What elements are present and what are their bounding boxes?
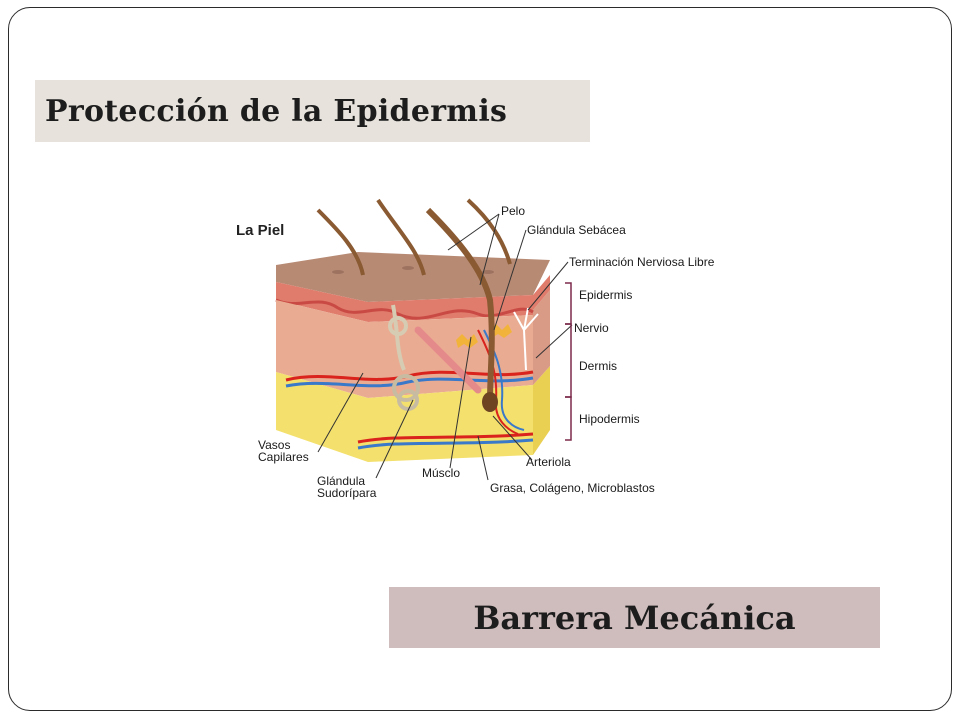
label-glandula-sudoripara-line2: Sudorípara xyxy=(317,486,377,500)
label-epidermis: Epidermis xyxy=(579,288,633,302)
skin-pore xyxy=(332,270,344,274)
label-hipodermis: Hipodermis xyxy=(579,412,640,426)
label-pelo: Pelo xyxy=(501,204,526,218)
slide-title: Protección de la Epidermis xyxy=(45,93,508,129)
sweat-gland-coil xyxy=(388,316,408,336)
label-vasos-line1: Vasos xyxy=(258,438,291,452)
label-vasos-line2: Capilares xyxy=(258,450,309,464)
label-arteriola: Arteriola xyxy=(526,455,571,469)
block-side-hypodermis xyxy=(533,366,550,455)
title-box: Protección de la Epidermis xyxy=(35,80,590,142)
hair-shaft xyxy=(425,207,495,403)
deep-artery xyxy=(357,432,534,444)
sweat-gland-coil xyxy=(397,389,419,411)
barrera-text: Barrera Mecánica xyxy=(473,598,796,637)
skin-illustration xyxy=(275,198,573,481)
hair-shaft xyxy=(316,208,365,276)
diagram-title: La Piel xyxy=(236,222,285,239)
label-glandula-sebacea: Glándula Sebácea xyxy=(527,223,626,237)
nerve-ending xyxy=(513,307,539,371)
hair-shaft xyxy=(376,198,426,276)
label-nervio: Nervio xyxy=(574,321,609,335)
skin-surface xyxy=(276,252,550,302)
label-dermis: Dermis xyxy=(579,359,617,373)
arrector-muscle xyxy=(414,326,482,394)
block-side-epidermis xyxy=(533,275,550,310)
skin-pore xyxy=(482,270,494,274)
label-terminacion-nerviosa: Terminación Nerviosa Libre xyxy=(569,255,715,269)
sweat-gland-coil xyxy=(392,374,420,402)
sebaceous-gland xyxy=(490,324,512,338)
layer-brackets xyxy=(565,282,572,441)
epidermis-wave xyxy=(275,298,534,320)
sweat-duct xyxy=(391,304,406,371)
leader-lines xyxy=(317,213,573,481)
hair-bulb xyxy=(482,392,498,412)
skin-diagram: La Piel Pelo Glándula Sebácea Terminació… xyxy=(228,190,738,510)
barrera-box: Barrera Mecánica xyxy=(389,587,880,648)
label-musculo: Músclo xyxy=(422,466,461,480)
label-grasa: Grasa, Colágeno, Microblastos xyxy=(490,481,655,495)
skin-pore xyxy=(402,266,414,270)
sebaceous-gland xyxy=(456,334,478,348)
deep-vein xyxy=(357,438,534,450)
label-glandula-sudoripara-line1: Glándula xyxy=(317,474,366,488)
